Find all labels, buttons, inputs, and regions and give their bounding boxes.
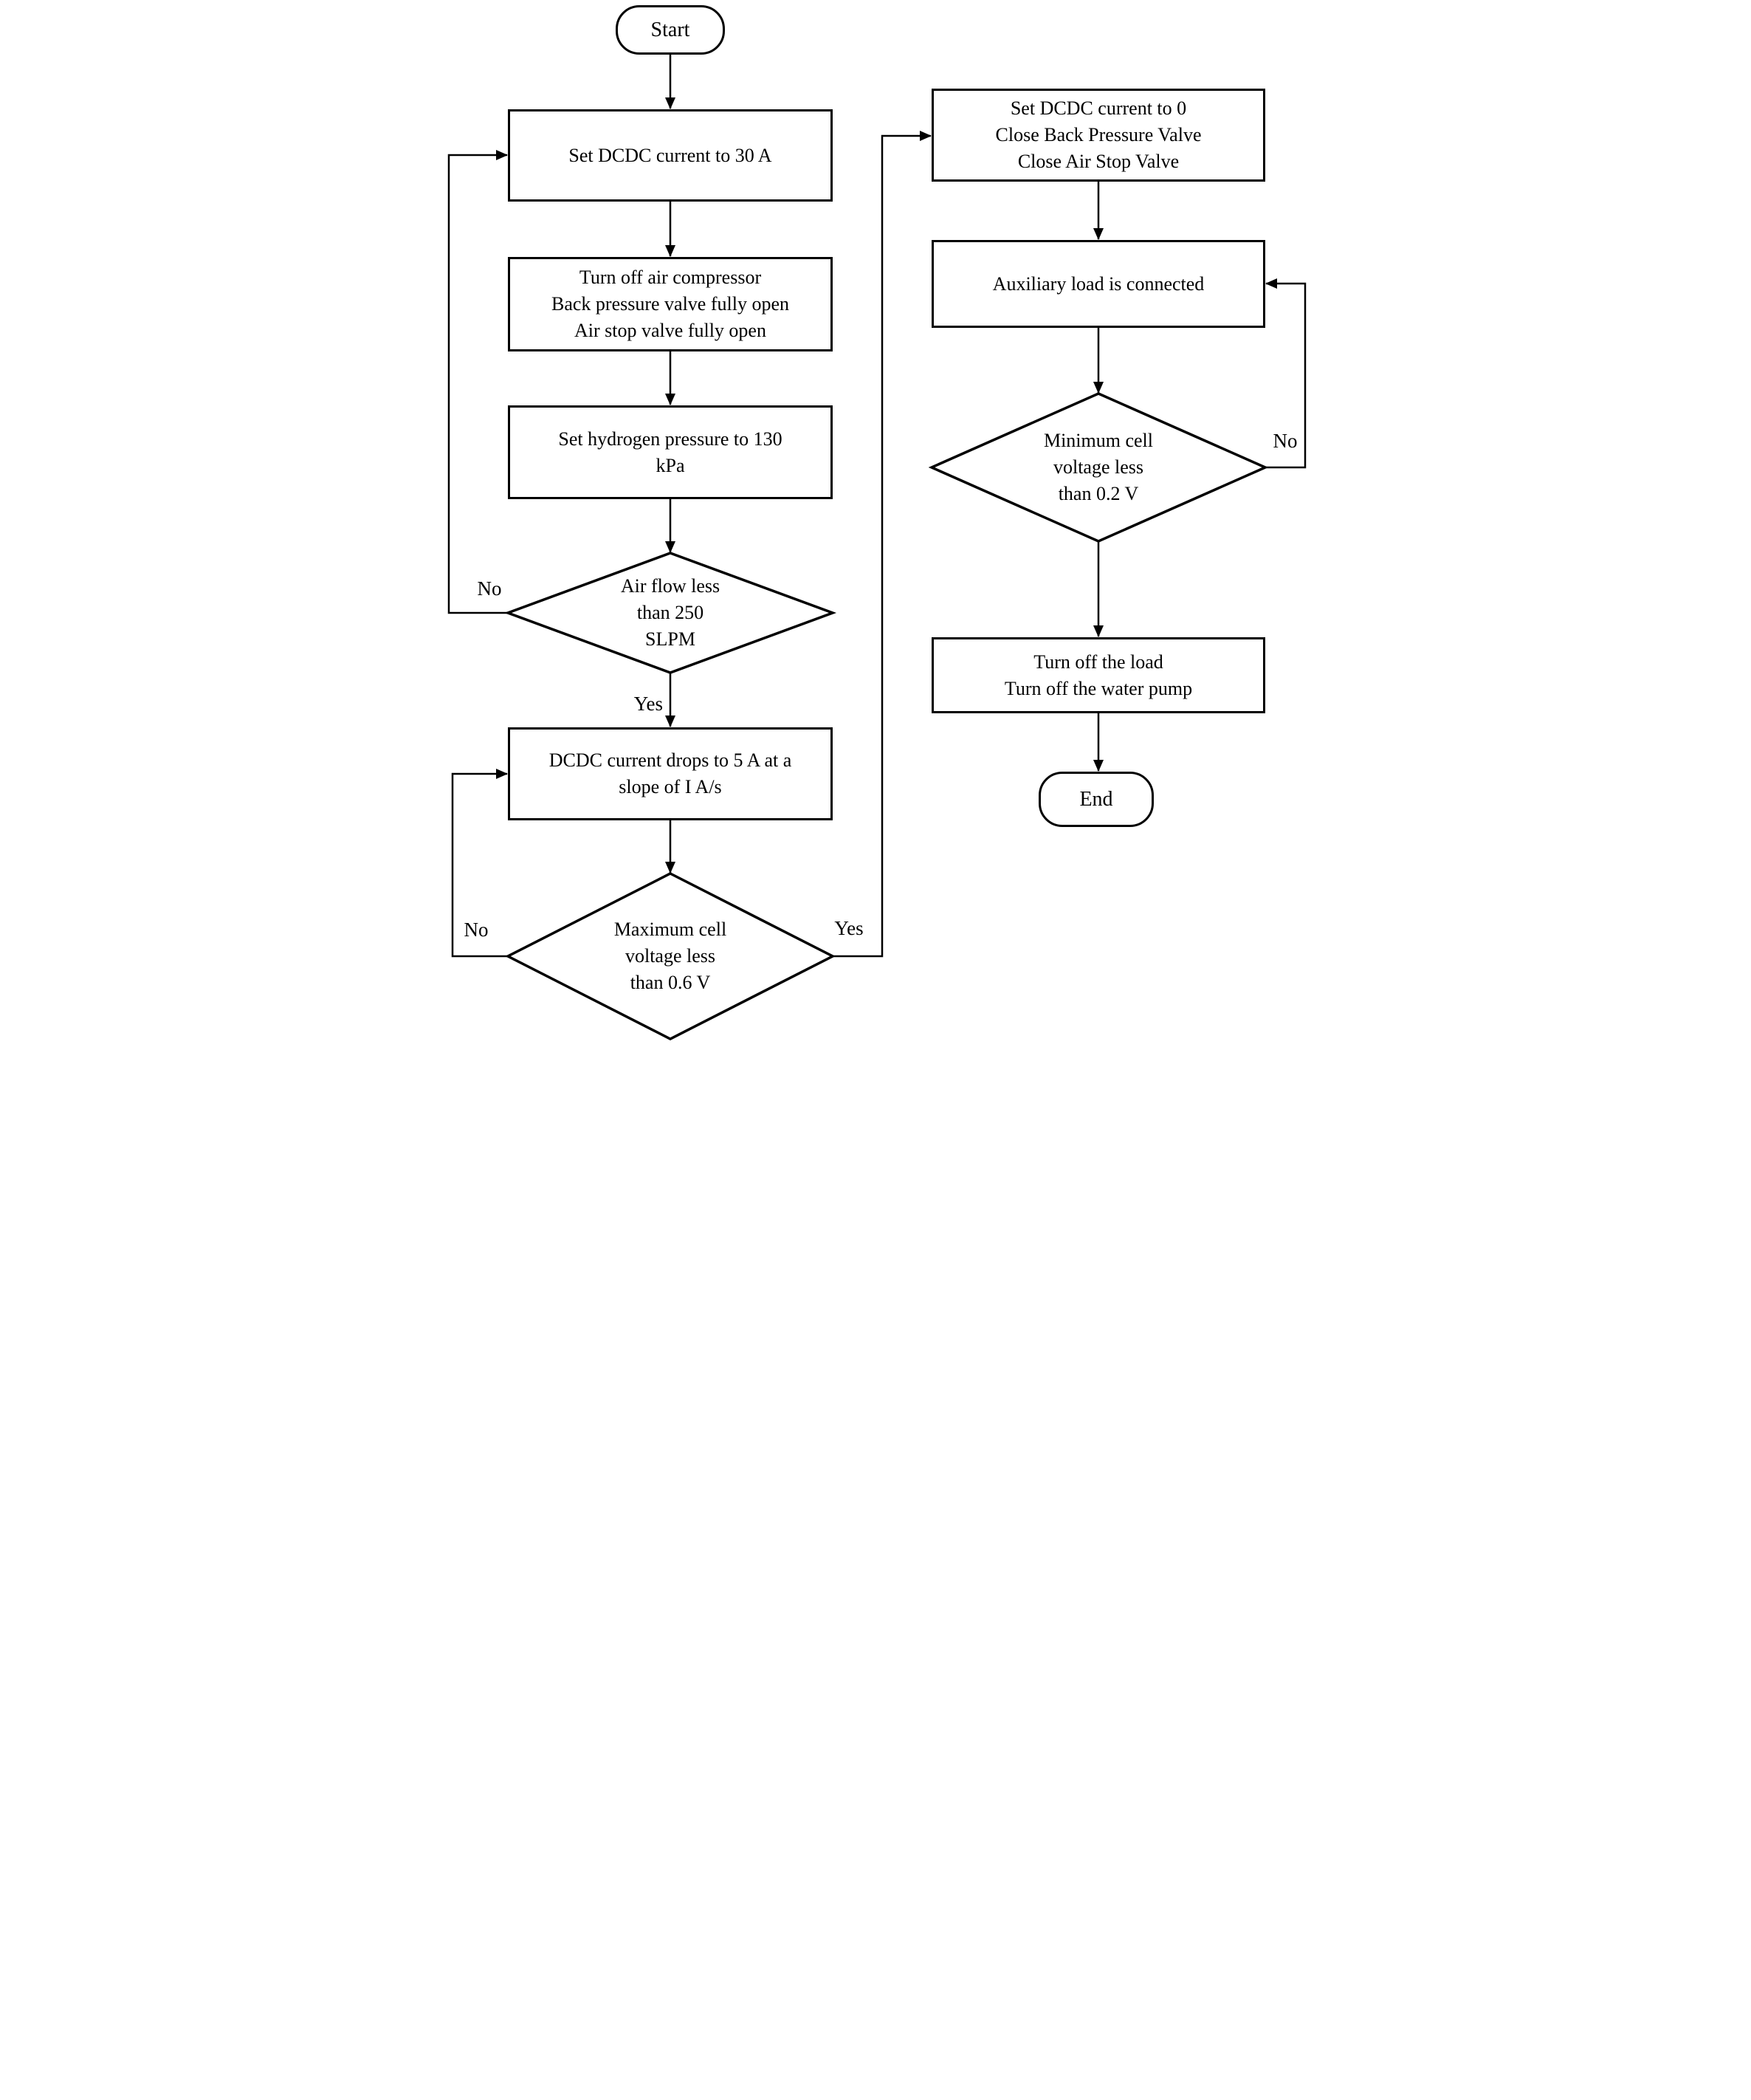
process-line: Turn off the load xyxy=(1033,651,1163,673)
decision-line: Maximum cell xyxy=(613,919,727,940)
decision-min-cell-voltage-label: Minimum cell voltage less than 0.2 V xyxy=(988,423,1209,512)
start-label: Start xyxy=(650,18,690,41)
arrow-mincell-no-loop-to-aux-load xyxy=(1265,278,1307,469)
process-line: Set hydrogen pressure to 130 xyxy=(558,428,782,450)
process-set-dcdc-current-0: Set DCDC current to 0 Close Back Pressur… xyxy=(932,89,1265,182)
edge-label-maxcell-no: No xyxy=(464,919,489,941)
decision-line: voltage less xyxy=(1053,456,1144,478)
edge-label-maxcell-yes: Yes xyxy=(834,917,864,939)
end-label: End xyxy=(1079,787,1113,811)
process-set-hydrogen-pressure: Set hydrogen pressure to 130 kPa xyxy=(508,405,833,499)
decision-max-cell-voltage-shape xyxy=(505,872,836,1040)
process-line: Turn off air compressor xyxy=(579,267,762,288)
process-line: kPa xyxy=(656,454,685,476)
process-dcdc-current-drops: DCDC current drops to 5 A at a slope of … xyxy=(508,727,833,820)
process-turn-off-load: Turn off the load Turn off the water pum… xyxy=(932,637,1265,713)
edge-label-airflow-no: No xyxy=(477,577,502,600)
process-line: Close Air Stop Valve xyxy=(1017,151,1180,172)
process-line: Close Back Pressure Valve xyxy=(995,124,1202,145)
decision-line: Air flow less xyxy=(620,575,720,597)
end-terminator: End xyxy=(1039,772,1154,827)
process-line: Turn off the water pump xyxy=(1004,677,1193,699)
process-line: Set DCDC current to 30 A xyxy=(568,144,772,166)
decision-max-cell-voltage-label: Maximum cell voltage less than 0.6 V xyxy=(560,912,781,1001)
decision-min-cell-voltage-shape xyxy=(928,392,1269,543)
arrow-maxcell-no-loop-to-dcdc-drop xyxy=(451,769,508,958)
process-auxiliary-load-connected: Auxiliary load is connected xyxy=(932,240,1265,328)
start-terminator: Start xyxy=(616,5,725,55)
decision-line: voltage less xyxy=(625,945,716,967)
arrow-maxcell-yes-to-set-dcdc-0 xyxy=(833,131,932,958)
edge-label-mincell-no: No xyxy=(1273,430,1298,452)
flowchart-canvas: Start End Set DCDC current to 30 A Turn … xyxy=(438,0,1313,1050)
edge-label-airflow-yes: Yes xyxy=(633,693,663,715)
arrow-airflow-no-loop-to-set-dcdc-30 xyxy=(447,150,508,614)
decision-line: Minimum cell xyxy=(1043,430,1154,451)
decision-air-flow-label: Air flow less than 250 SLPM xyxy=(567,569,774,657)
decision-line: SLPM xyxy=(645,628,695,650)
process-set-dcdc-current-30a: Set DCDC current to 30 A xyxy=(508,109,833,202)
process-line: DCDC current drops to 5 A at a xyxy=(548,749,792,771)
process-line: Air stop valve fully open xyxy=(574,320,766,341)
connector-layer xyxy=(447,55,1307,1040)
process-line: Auxiliary load is connected xyxy=(992,272,1205,295)
process-line: Back pressure valve fully open xyxy=(551,293,789,315)
decision-line: than 0.2 V xyxy=(1058,483,1139,504)
process-line: Set DCDC current to 0 xyxy=(1010,97,1187,119)
decision-line: than 250 xyxy=(636,602,704,623)
process-line: slope of I A/s xyxy=(619,776,722,797)
process-turn-off-air-compressor: Turn off air compressor Back pressure va… xyxy=(508,257,833,351)
decision-air-flow-shape xyxy=(503,552,837,674)
decision-line: than 0.6 V xyxy=(630,972,711,993)
